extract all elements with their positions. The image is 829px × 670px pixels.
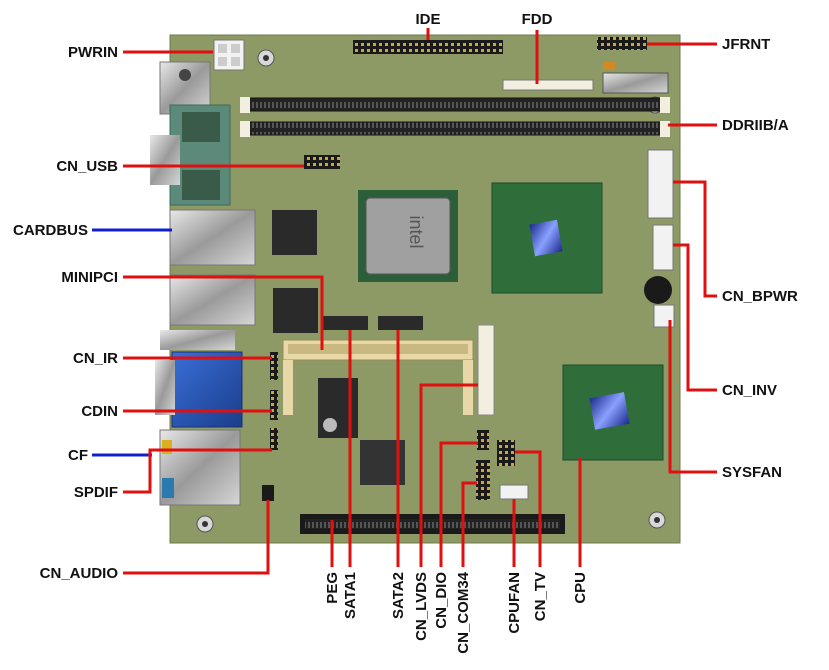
- label-cn-audio: CN_AUDIO: [40, 565, 119, 582]
- cn-lvds-connector: [477, 324, 495, 416]
- cn-inv-connector: [652, 224, 674, 271]
- peg-slot: [300, 514, 565, 534]
- label-cpu: CPU: [572, 572, 589, 604]
- label-pwrin: PWRIN: [68, 44, 118, 61]
- label-cn-bpwr: CN_BPWR: [722, 288, 798, 305]
- chip-b: [273, 288, 318, 333]
- cn-tv-header: [497, 440, 515, 466]
- ddr-slots: [240, 97, 670, 137]
- label-ide: IDE: [415, 11, 440, 28]
- cn-ir-header: [270, 352, 278, 380]
- label-spdif: SPDIF: [74, 484, 118, 501]
- label-cn-usb: CN_USB: [56, 158, 118, 175]
- label-cn-inv: CN_INV: [722, 382, 777, 399]
- label-cpufan: CPUFAN: [506, 572, 523, 634]
- label-cn-com34: CN_COM34: [455, 571, 472, 653]
- intel-logo-text: intel: [406, 215, 426, 248]
- label-cf: CF: [68, 447, 88, 464]
- label-ddriib-a: DDRIIB/A: [722, 117, 789, 134]
- label-cn-tv: CN_TV: [532, 572, 549, 621]
- pwrin-connector: [213, 39, 245, 71]
- label-cn-dio: CN_DIO: [433, 572, 450, 629]
- spdif-header: [270, 428, 278, 450]
- cn-dio-header: [477, 430, 489, 450]
- battery-holder: [602, 72, 669, 94]
- label-peg: PEG: [324, 572, 341, 604]
- label-cardbus: CARDBUS: [13, 222, 88, 239]
- cn-audio-header: [262, 485, 274, 501]
- label-sysfan: SYSFAN: [722, 464, 782, 481]
- cf-card: [318, 378, 358, 438]
- label-cdin: CDIN: [81, 403, 118, 420]
- ide-header: [353, 40, 503, 54]
- label-sata2: SATA2: [390, 572, 407, 619]
- leader-lines: [92, 28, 717, 575]
- sata2-connector: [378, 316, 423, 330]
- jfrnt-header: [597, 37, 647, 50]
- buzzer: [644, 276, 672, 304]
- cn-com34-header: [476, 460, 490, 500]
- cpu-package: [562, 364, 664, 461]
- southbridge-chip: [491, 182, 603, 294]
- label-cn-ir: CN_IR: [73, 350, 118, 367]
- jumper-block: [603, 62, 615, 70]
- sata1-connector: [323, 316, 368, 330]
- cpufan-connector: [499, 484, 529, 500]
- label-cn-lvds: CN_LVDS: [413, 572, 430, 641]
- northbridge-chip: intel: [358, 190, 458, 282]
- fdd-connector: [502, 79, 594, 91]
- cdin-header: [270, 390, 278, 420]
- label-jfrnt: JFRNT: [722, 36, 770, 53]
- label-fdd: FDD: [522, 11, 553, 28]
- cn-bpwr-connector: [647, 149, 674, 219]
- cn-usb-header: [304, 155, 340, 169]
- chip-a: [272, 210, 317, 255]
- label-sata1: SATA1: [342, 572, 359, 619]
- rear-io: [150, 61, 256, 506]
- minipci-slot: [282, 339, 474, 415]
- label-minipci: MINIPCI: [61, 269, 118, 286]
